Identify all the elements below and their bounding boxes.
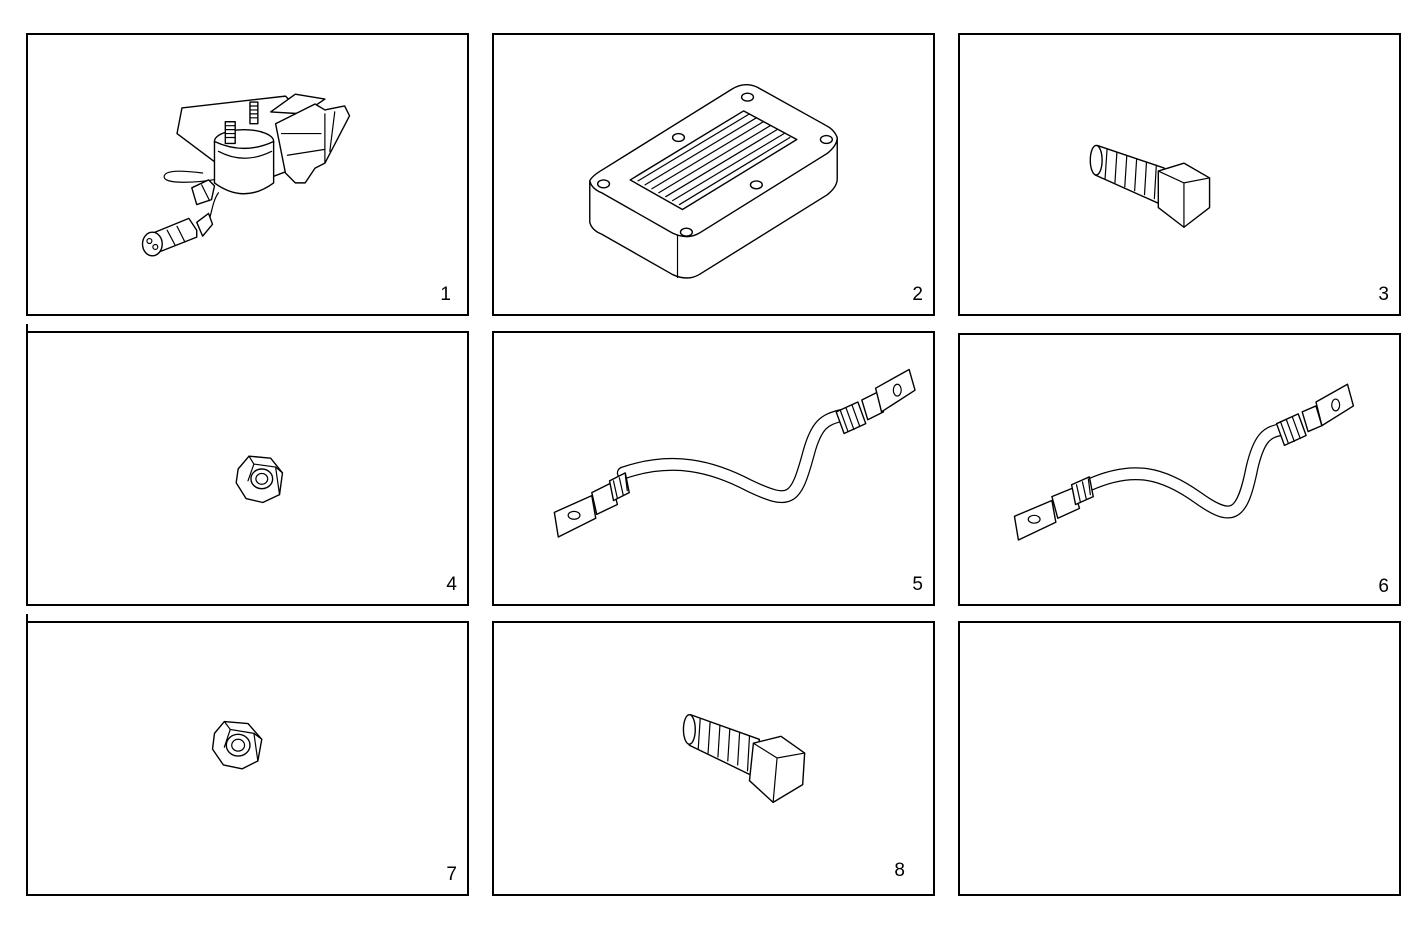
battery-cable-drawing [960,335,1399,604]
part-panel-5[interactable]: 5 [492,331,935,606]
corner-tick [26,324,28,332]
switch-assembly-drawing [28,35,467,314]
part-panel-2[interactable]: 2 [492,33,935,316]
panel-number: 4 [446,574,457,595]
bolt-drawing [494,623,933,894]
part-panel-1[interactable]: 1 [26,33,469,316]
nut-drawing [28,333,467,604]
panel-number: 1 [440,284,451,305]
panel-number: 8 [894,860,905,881]
bolt-drawing [960,35,1399,314]
panel-number: 7 [446,864,457,885]
battery-cable-drawing [494,333,933,604]
panel-number: 5 [912,574,923,595]
corner-tick [26,614,28,622]
part-panel-3[interactable]: 3 [958,33,1401,316]
nut-drawing [28,623,467,894]
part-panel-7[interactable]: 7 [26,614,469,896]
part-panel-6[interactable]: 6 [958,333,1401,606]
part-panel-8[interactable]: 8 [492,621,935,896]
panel-number: 6 [1378,576,1389,597]
panel-number: 2 [912,284,923,305]
control-module-drawing [494,35,933,314]
panel-number: 3 [1378,284,1389,305]
part-panel-4[interactable]: 4 [26,324,469,606]
part-panel-9[interactable] [958,621,1401,896]
